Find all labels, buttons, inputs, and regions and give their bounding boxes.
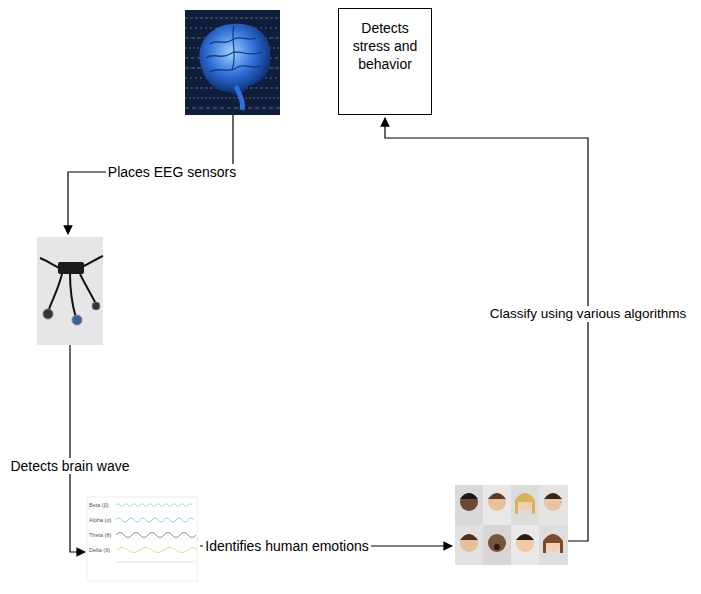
wave-band-label: Delta (δ) [89, 547, 110, 553]
faces-picture [455, 485, 568, 565]
process-box: Detects stress and behavior [338, 8, 432, 115]
wave-band-label: Alpha (α) [89, 517, 111, 523]
eeg-sensor-photo [37, 237, 103, 345]
flow-arrow [385, 118, 588, 541]
arrow-label: Classify using various algorithms [488, 306, 689, 322]
arrow-label: Detects brain wave [8, 458, 131, 474]
arrow-label: Identifies human emotions [203, 538, 370, 554]
brain-wave-chart [87, 497, 197, 581]
arrow-label: Places EEG sensors [106, 164, 238, 180]
brain-picture [185, 10, 280, 115]
wave-band-label: Beta (β) [89, 502, 109, 508]
wave-band-label: Theta (θ) [89, 532, 111, 538]
box-text: Detects stress and behavior [339, 9, 431, 74]
flow-arrow [70, 345, 85, 552]
